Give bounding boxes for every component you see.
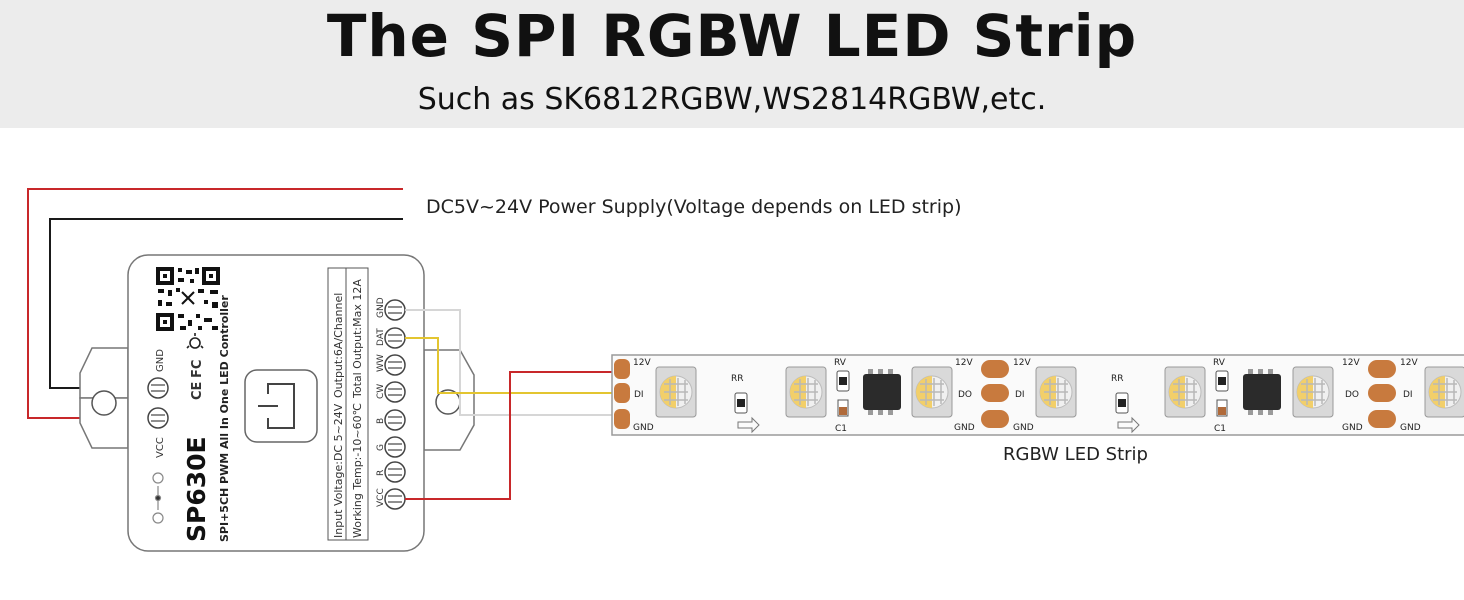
spec-total-output: Total Output:Max 12A: [351, 279, 364, 399]
spec-working-temp: Working Temp:-10~60℃: [351, 403, 364, 538]
controller-sp630e: GND VCC SP630E SPI+5CH PWM All In One LE…: [79, 254, 475, 552]
controller-model: SP630E: [182, 436, 211, 542]
pad-label-gnd: GND: [633, 423, 654, 433]
controller-description: SPI+5CH PWM All In One LED Controller: [218, 295, 231, 542]
pad-label-gnd: GND: [954, 423, 975, 433]
out-label-cw: CW: [376, 384, 386, 399]
led-chip: [1292, 366, 1334, 418]
pad-label-di: DI: [1015, 390, 1025, 400]
controller-button-icon: [244, 369, 318, 443]
out-label-g: G: [376, 444, 386, 451]
terminal-out-gnd: [384, 299, 406, 321]
pad-label-12v: 12V: [955, 358, 973, 368]
pad-label-gnd: GND: [1342, 423, 1363, 433]
res-label-rr: RR: [731, 374, 744, 384]
out-label-r: R: [376, 470, 386, 476]
driver-ic: [1243, 369, 1281, 415]
led-chip: [655, 366, 697, 418]
terminal-vcc-in: [147, 407, 169, 429]
pad-label-di: DI: [634, 390, 644, 400]
spec-output: Output:6A/Channel: [332, 293, 345, 398]
dc-polarity-icon: [152, 472, 164, 524]
out-label-gnd: GND: [376, 297, 386, 318]
led-chip: [911, 366, 953, 418]
out-label-b: B: [376, 418, 386, 424]
resistor-rr: [734, 392, 748, 414]
terminal-label-vcc-in: VCC: [155, 437, 166, 458]
led-chip: [1424, 366, 1464, 418]
out-label-vcc: VCC: [376, 488, 386, 507]
terminal-out-b: [384, 409, 406, 431]
pad-label-12v: 12V: [633, 358, 651, 368]
terminal-out-ww: [384, 354, 406, 376]
pad-label-di: DI: [1403, 390, 1413, 400]
page-title: The SPI RGBW LED Strip: [326, 2, 1138, 70]
cap-label-c1: C1: [835, 424, 847, 434]
resistor-rv: [1215, 370, 1229, 392]
res-label-rv: RV: [834, 358, 847, 368]
cert-ce: CE: [190, 382, 205, 400]
terminal-out-dat: [384, 327, 406, 349]
terminal-out-vcc: [384, 488, 406, 510]
recycle-icon: [186, 333, 204, 349]
out-label-dat: DAT: [376, 328, 386, 346]
terminal-out-cw: [384, 381, 406, 403]
terminal-out-r: [384, 461, 406, 483]
terminal-out-g: [384, 436, 406, 458]
cap-label-c1: C1: [1214, 424, 1226, 434]
cert-fc: FC: [190, 360, 205, 378]
driver-ic: [863, 369, 901, 415]
pad-label-gnd: GND: [1013, 423, 1034, 433]
spec-input-voltage: Input Voltage:DC 5~24V: [332, 403, 345, 538]
resistor-rv: [836, 370, 850, 392]
pad-label-12v: 12V: [1400, 358, 1418, 368]
output-gnd-wire: [405, 309, 612, 416]
capacitor-c1: [1216, 399, 1228, 417]
pad-label-do: DO: [958, 390, 972, 400]
rgbw-led-strip: 12V DI GND RR RV C1 12V DO GND 12V DI GN…: [611, 354, 1464, 436]
res-label-rv: RV: [1213, 358, 1226, 368]
pad-label-do: DO: [1345, 390, 1359, 400]
header-band: [0, 0, 1464, 128]
led-chip: [1035, 366, 1077, 418]
output-vcc-wire: [405, 371, 612, 500]
output-data-wire: [405, 337, 612, 394]
led-chip: [1164, 366, 1206, 418]
pad-label-12v: 12V: [1013, 358, 1031, 368]
terminal-gnd-in: [147, 377, 169, 399]
pad-label-12v: 12V: [1342, 358, 1360, 368]
terminal-label-gnd-in: GND: [155, 349, 166, 372]
led-chip: [785, 366, 827, 418]
out-label-ww: WW: [376, 354, 386, 372]
res-label-rr: RR: [1111, 374, 1124, 384]
pad-label-gnd: GND: [1400, 423, 1421, 433]
resistor-rr: [1115, 392, 1129, 414]
page-subtitle: Such as SK6812RGBW,WS2814RGBW,etc.: [417, 82, 1047, 117]
qr-code-icon: [156, 267, 220, 331]
led-strip-label: RGBW LED Strip: [1003, 444, 1148, 465]
capacitor-c1: [837, 399, 849, 417]
power-supply-label: DC5V~24V Power Supply(Voltage depends on…: [426, 196, 962, 218]
